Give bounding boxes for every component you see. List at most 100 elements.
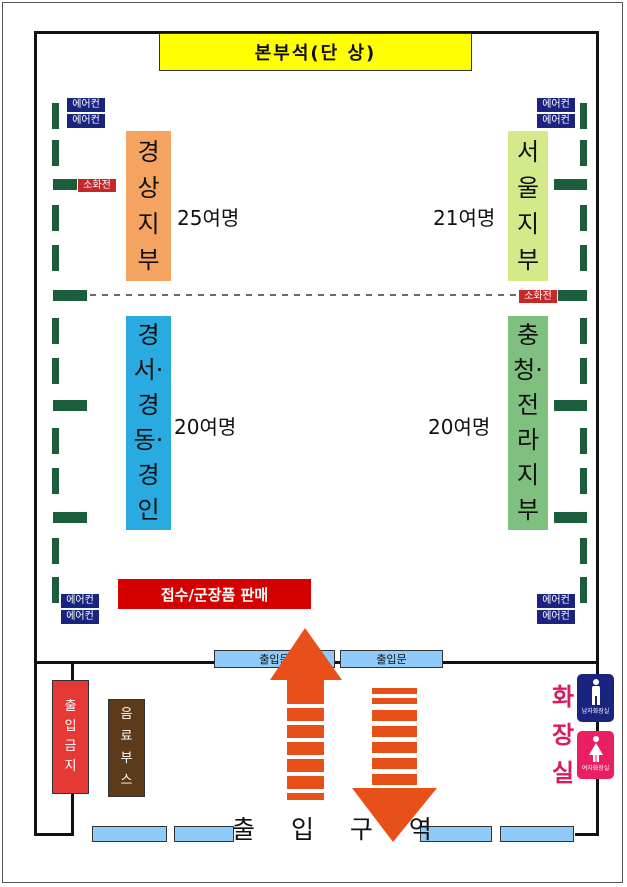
toilet-char: 장 <box>551 721 575 749</box>
wall-segment <box>52 538 59 564</box>
wall-segment <box>580 538 587 564</box>
pillar <box>554 512 587 523</box>
up-arrow-stripe <box>287 793 324 800</box>
lobby-wall-bottom-left <box>34 833 72 836</box>
down-arrow-stripe <box>372 758 417 769</box>
section-char: 지 <box>516 461 540 489</box>
pillar <box>554 290 587 301</box>
aircon-label: 에어컨 <box>536 609 576 625</box>
aircon-label: 에어컨 <box>60 609 100 625</box>
no-entry-char: 출 <box>64 699 77 714</box>
wall-segment <box>580 245 587 271</box>
no-entry-char: 지 <box>64 759 77 774</box>
lobby-wall-left <box>34 662 37 836</box>
wall-segment <box>580 140 587 166</box>
entrance-door: 출입문 <box>340 650 443 668</box>
section-char: 상 <box>137 174 160 202</box>
wall-segment <box>580 103 587 129</box>
man-icon <box>591 679 600 705</box>
section-char: 지 <box>137 210 160 238</box>
wall-segment <box>580 428 587 454</box>
wall-segment <box>52 318 59 344</box>
wall-segment <box>52 103 59 129</box>
section-char: 부 <box>516 246 540 274</box>
aircon-label: 에어컨 <box>60 593 100 609</box>
bottom-window <box>174 826 234 842</box>
up-arrow-shaft <box>287 678 324 704</box>
down-arrow-stripe <box>372 710 417 721</box>
section-char: 부 <box>516 496 540 524</box>
entrance-area-label: 출 입 구 역 <box>232 815 432 844</box>
section-char: 충 <box>516 321 540 349</box>
mens-toilet-text: 남자화장실 <box>581 708 610 715</box>
seoul-branch-block: 서 울 지 부 <box>508 131 548 281</box>
wall-segment <box>580 468 587 494</box>
drink-char: 음 <box>120 707 133 722</box>
section-char: 울 <box>516 174 540 202</box>
aircon-label: 에어컨 <box>536 593 576 609</box>
section-char: 경 <box>137 391 160 419</box>
up-arrow-stripe <box>287 776 324 789</box>
womens-toilet-text: 여자화장실 <box>581 765 610 772</box>
toilet-label: 화 장 실 <box>545 678 581 792</box>
no-entry-sign: 출 입 금 지 <box>52 680 89 794</box>
seoul-count: 21여명 <box>433 206 496 230</box>
drink-booth: 음 료 부 스 <box>108 699 145 797</box>
toilet-char: 실 <box>551 759 575 787</box>
gyeongseo-gyeongdong-gyeongin-block: 경 서· 경 동· 경 인 <box>126 316 171 530</box>
wall-segment <box>580 205 587 231</box>
aircon-label: 에어컨 <box>536 113 576 129</box>
wall-segment <box>52 140 59 166</box>
pillar <box>554 400 587 411</box>
reception-sales-counter: 접수/군장품 판매 <box>118 579 311 609</box>
drink-char: 스 <box>120 773 133 788</box>
no-entry-char: 금 <box>64 739 77 754</box>
pillar <box>53 290 87 301</box>
wall-segment <box>52 245 59 271</box>
pillar <box>53 400 87 411</box>
aircon-label: 에어컨 <box>536 97 576 113</box>
up-arrow-stripe <box>287 759 324 772</box>
up-arrow-stripe <box>287 708 324 721</box>
section-char: 서· <box>133 356 164 384</box>
down-arrow-stripe <box>372 688 417 694</box>
section-char: 인 <box>137 496 160 524</box>
bottom-window <box>500 826 574 842</box>
wall-segment <box>52 205 59 231</box>
pillar <box>53 512 87 523</box>
up-arrow-stripe <box>287 742 324 755</box>
section-char: 경 <box>137 138 160 166</box>
no-entry-char: 입 <box>64 719 77 734</box>
wall-segment <box>580 318 587 344</box>
up-arrow-head <box>270 628 342 680</box>
wall-segment <box>52 468 59 494</box>
drink-char: 료 <box>120 729 133 744</box>
section-char: 전 <box>516 391 540 419</box>
wall-segment <box>52 428 59 454</box>
toilet-char: 화 <box>551 683 575 711</box>
section-char: 서 <box>516 138 540 166</box>
stage-head-table: 본부석(단 상) <box>159 33 472 71</box>
dashed-divider <box>90 294 520 296</box>
pillar <box>554 179 587 190</box>
aircon-label: 에어컨 <box>66 97 106 113</box>
wall-segment <box>52 577 59 603</box>
wall-segment <box>580 358 587 384</box>
down-arrow-stripe <box>372 698 417 704</box>
gyeongsang-branch-block: 경 상 지 부 <box>126 131 171 281</box>
aircon-label: 에어컨 <box>66 113 106 129</box>
up-arrow-stripe <box>287 725 324 738</box>
woman-icon <box>588 736 603 762</box>
chungcheong-jeolla-branch-block: 충 청· 전 라 지 부 <box>508 316 548 530</box>
wall-segment <box>580 577 587 603</box>
bottom-window <box>420 826 492 842</box>
wall-segment <box>52 358 59 384</box>
bottom-window <box>92 826 167 842</box>
down-arrow-stripe <box>372 774 417 785</box>
chungcheong-count: 20여명 <box>428 415 491 439</box>
down-arrow-stripe <box>372 742 417 753</box>
section-char: 부 <box>137 246 160 274</box>
down-arrow-head <box>352 788 437 842</box>
entry-exit-arrows <box>270 628 437 842</box>
